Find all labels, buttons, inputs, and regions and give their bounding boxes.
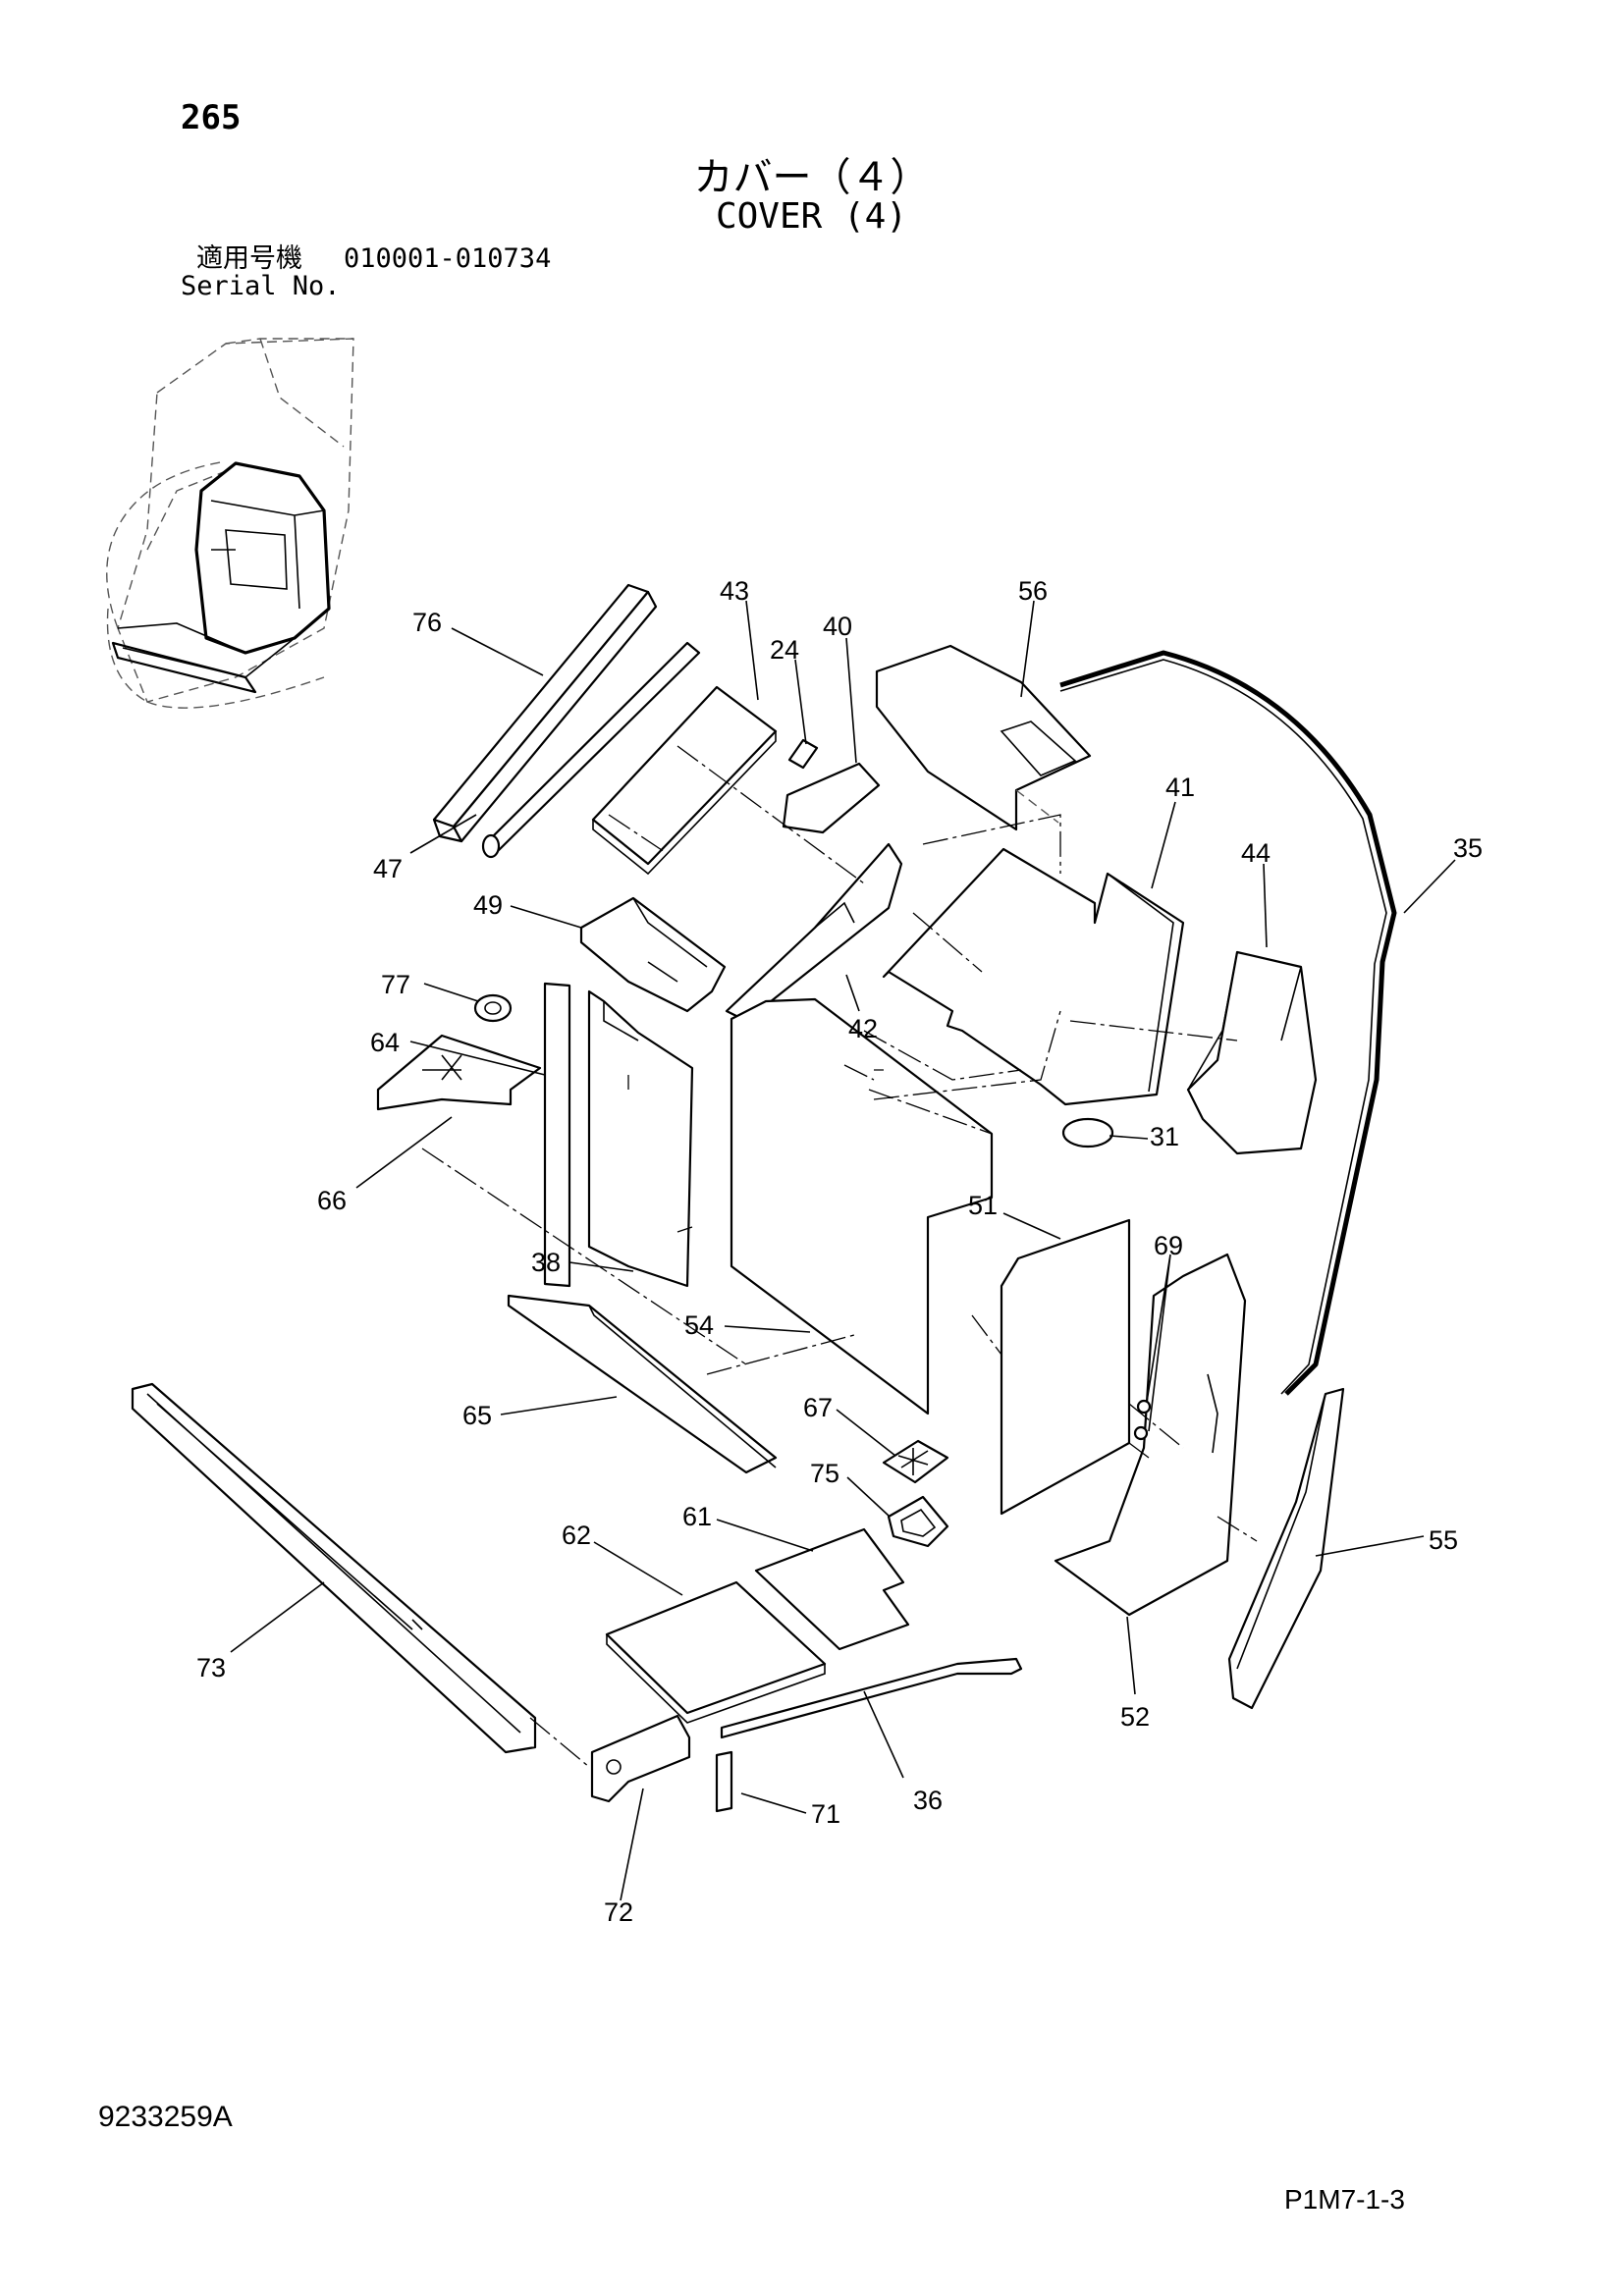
serial-range: 010001-010734 [344, 243, 552, 274]
callout-51: 51 [968, 1191, 998, 1220]
part-42-angle-bracket [725, 842, 903, 1023]
callout-52: 52 [1120, 1702, 1150, 1732]
callout-76: 76 [412, 608, 442, 637]
part-41-side-panel [882, 847, 1185, 1106]
part-31-grommet [1061, 1117, 1114, 1148]
document-code: 9233259A [98, 2101, 233, 2133]
part-38-panel [587, 989, 694, 1288]
part-77-washer [473, 993, 513, 1023]
title-english: COVER (4) [715, 196, 908, 237]
serial-label-japanese: 適用号機 [196, 243, 302, 274]
callout-43: 43 [720, 576, 749, 606]
part-71-small-block [715, 1750, 733, 1813]
callout-61: 61 [682, 1502, 712, 1531]
callout-31: 31 [1150, 1122, 1179, 1151]
part-36-wire [720, 1657, 1023, 1739]
callout-41: 41 [1165, 773, 1195, 802]
part-35-edge-trim [1059, 650, 1397, 1396]
part-51-side-plate [1000, 1218, 1131, 1516]
callout-62: 62 [562, 1521, 591, 1550]
callout-71: 71 [811, 1799, 840, 1829]
callout-64: 64 [370, 1028, 400, 1057]
part-49-channel-plate [579, 896, 727, 1013]
page-number: 265 [181, 98, 242, 137]
callout-65: 65 [462, 1401, 492, 1430]
callout-56: 56 [1018, 576, 1048, 606]
part-40-bracket [782, 762, 881, 834]
part-54-large-panel [730, 997, 994, 1415]
part-24-small-block [787, 738, 819, 770]
part-44-curved-panel [1186, 950, 1318, 1155]
part-47-rod [481, 641, 701, 859]
callout-75: 75 [810, 1459, 839, 1488]
callout-38: 38 [531, 1248, 561, 1277]
callout-55: 55 [1429, 1525, 1458, 1555]
part-75-ring [887, 1495, 949, 1548]
callout-35: 35 [1453, 833, 1483, 863]
serial-label-english: Serial No. [181, 271, 341, 301]
callout-40: 40 [823, 612, 852, 641]
part-43-plate [591, 685, 778, 866]
machine-overview-sketch [106, 338, 354, 709]
part-69-screw [1136, 1399, 1152, 1415]
part-61-mat [754, 1527, 910, 1651]
title-japanese: カバー（４） [693, 155, 930, 200]
serial-block: 適用号機 010001-010734 Serial No. [181, 245, 551, 300]
part-56-cover [875, 644, 1092, 831]
callout-47: 47 [373, 854, 403, 883]
callout-36: 36 [913, 1786, 943, 1815]
callout-44: 44 [1241, 838, 1271, 868]
callout-42: 42 [848, 1014, 878, 1043]
callout-72: 72 [604, 1897, 633, 1927]
callout-49: 49 [473, 890, 503, 920]
page-reference: P1M7-1-3 [1284, 2184, 1405, 2215]
part-66-block [376, 1034, 542, 1111]
callout-66: 66 [317, 1186, 347, 1215]
part-55-strip [1227, 1387, 1345, 1710]
callout-54: 54 [684, 1310, 714, 1340]
part-73-rail [131, 1382, 537, 1754]
part-65-strip [507, 1294, 778, 1474]
callout-67: 67 [803, 1393, 833, 1422]
part-64-vertical-bar [543, 982, 571, 1288]
part-72-bracket [590, 1714, 691, 1803]
part-52-floor-panel [1054, 1253, 1247, 1617]
callout-77: 77 [381, 970, 410, 999]
callout-69: 69 [1154, 1231, 1183, 1260]
callout-73: 73 [196, 1653, 226, 1682]
callout-24: 24 [770, 635, 799, 665]
